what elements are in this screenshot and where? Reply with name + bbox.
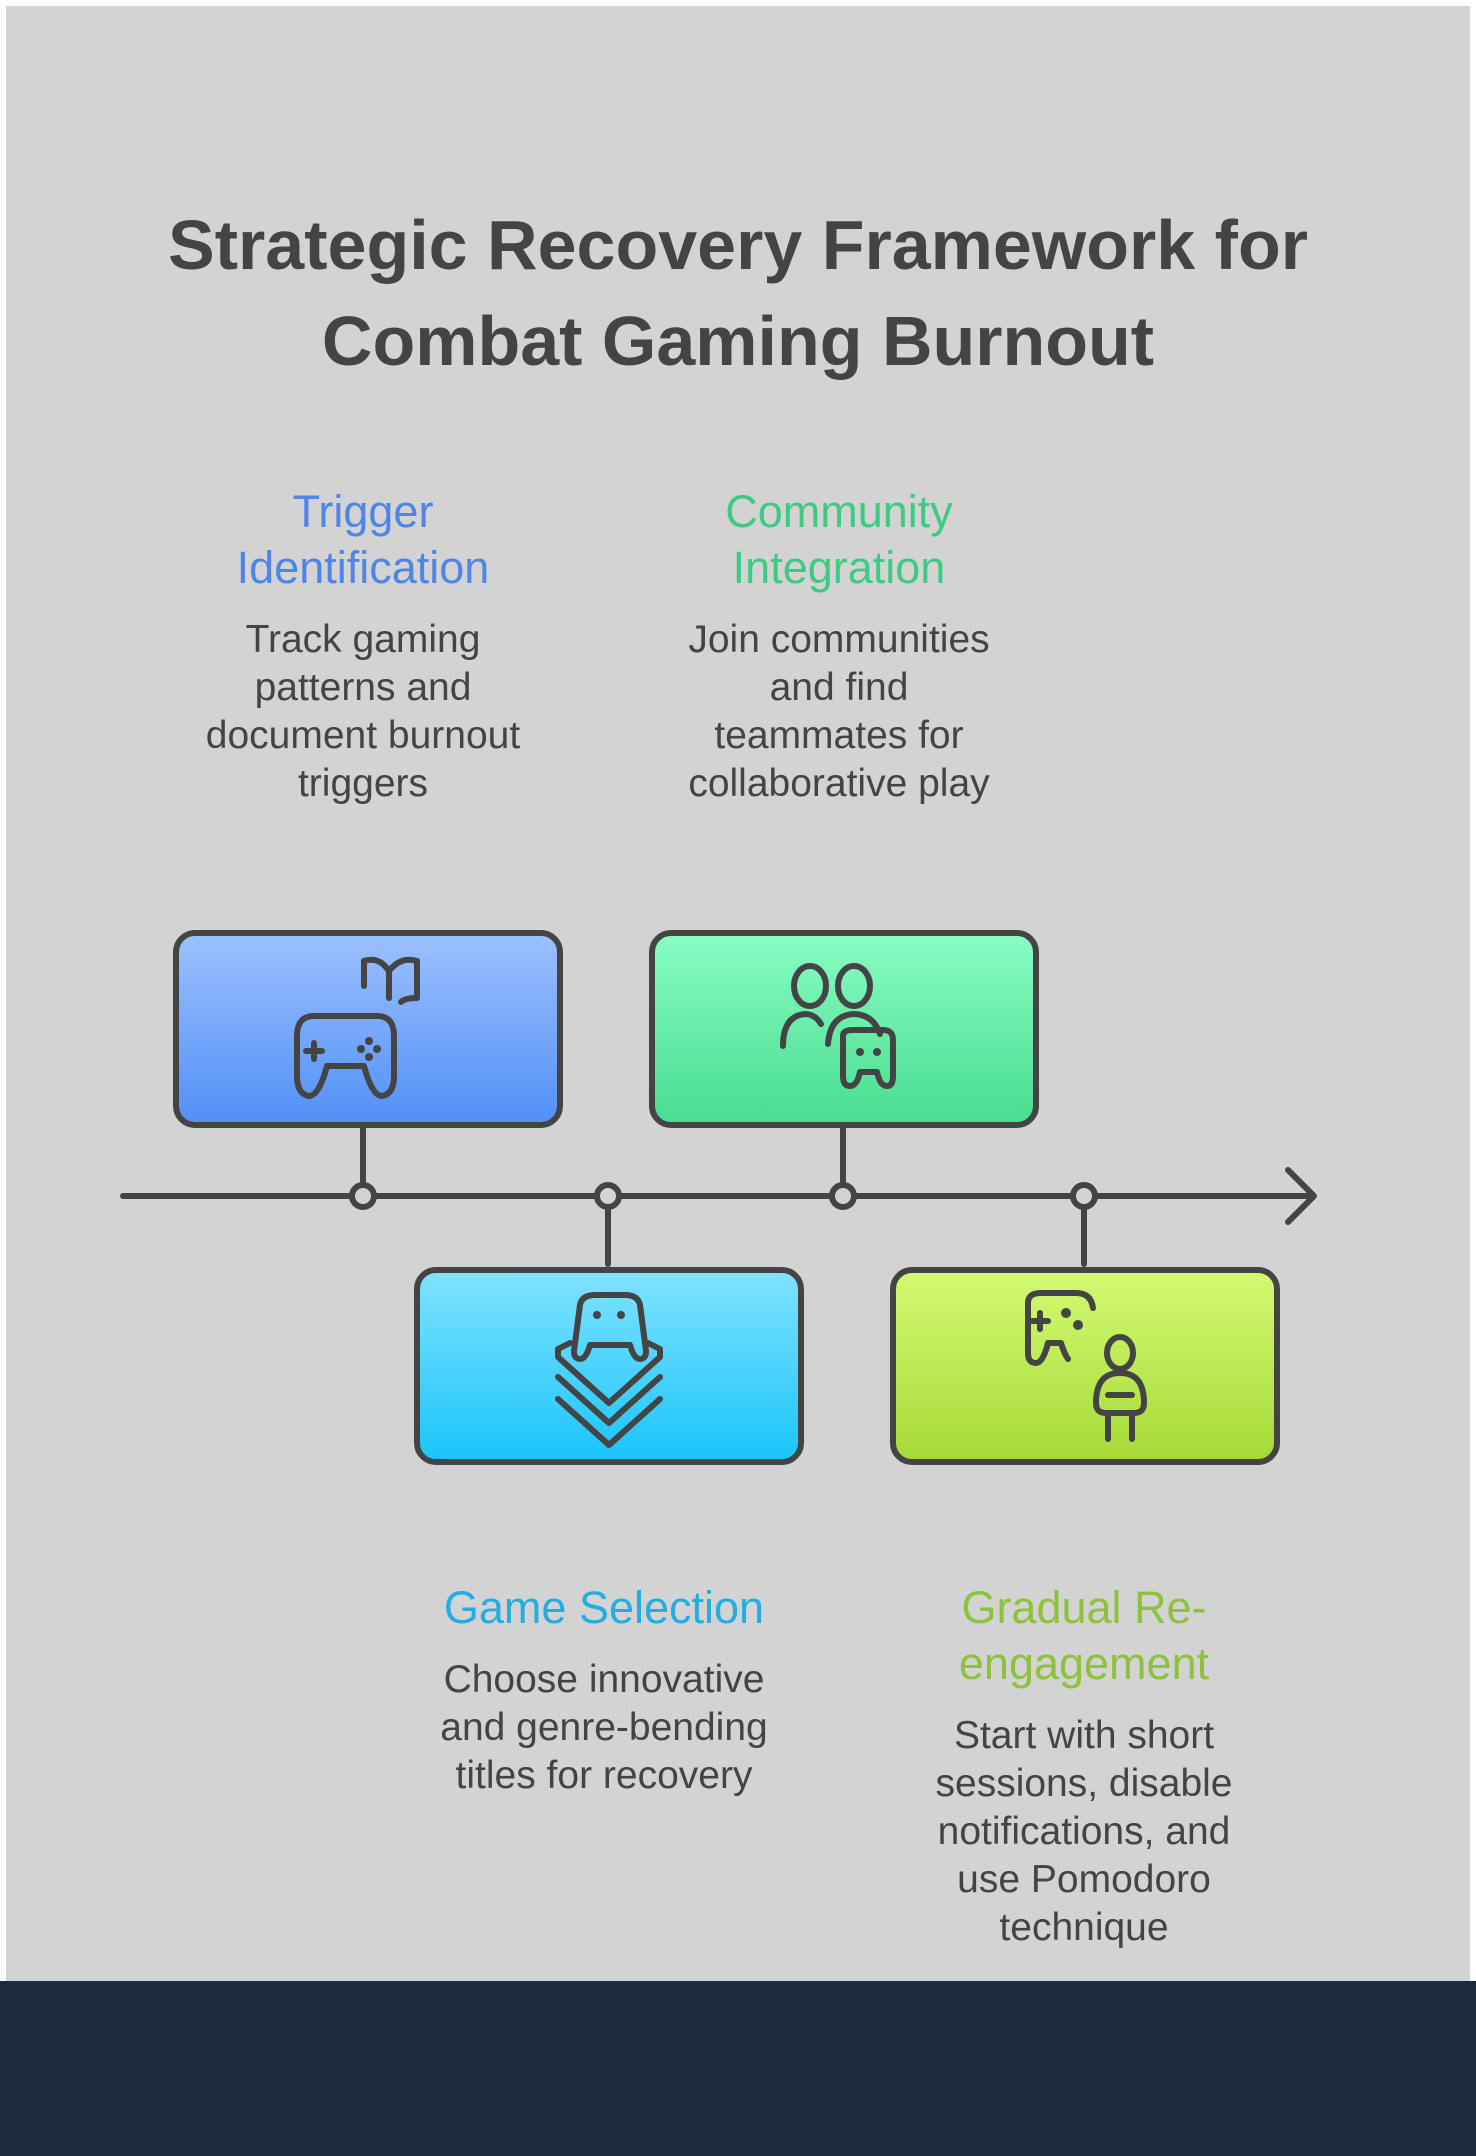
step-gradual-reengagement: Gradual Re- engagement Start with short … [874, 1580, 1294, 1952]
heading-line: Game Selection [443, 1582, 765, 1633]
description-line: sessions, disable [935, 1762, 1233, 1805]
step-card-game-selection [414, 1267, 804, 1465]
step-description: Track gaming patterns and document burno… [153, 616, 573, 808]
step-card-community-integration [649, 930, 1039, 1128]
heading-line: Identification [236, 542, 490, 593]
page-title: Strategic Recovery Framework for Combat … [0, 197, 1476, 389]
description-line: technique [999, 1906, 1169, 1949]
timeline-node-4 [1070, 1182, 1098, 1210]
description-line: and genre-bending [440, 1706, 768, 1749]
step-card-trigger-identification [173, 930, 563, 1128]
heading-line: Gradual Re- [961, 1582, 1207, 1633]
step-community-integration: Community Integration Join communities a… [629, 484, 1049, 808]
timeline-node-2 [594, 1182, 622, 1210]
step-card-gradual-reengagement [890, 1267, 1280, 1465]
gamepad-book-icon [294, 956, 420, 1099]
step-description: Choose innovative and genre-bending titl… [394, 1656, 814, 1800]
description-line: triggers [297, 762, 429, 805]
step-game-selection: Game Selection Choose innovative and gen… [394, 1580, 814, 1800]
description-line: teammates for [714, 714, 964, 757]
heading-line: Trigger [292, 486, 434, 537]
title-line: Combat Gaming Burnout [321, 302, 1155, 380]
step-description: Join communities and find teammates for … [629, 616, 1049, 808]
step-heading: Gradual Re- engagement [874, 1580, 1294, 1692]
gamepad-person-icon [1025, 1290, 1147, 1442]
description-line: Track gaming [245, 618, 481, 661]
description-line: Choose innovative [443, 1658, 765, 1701]
heading-line: Integration [732, 542, 946, 593]
description-line: collaborative play [688, 762, 990, 805]
heading-line: engagement [958, 1638, 1210, 1689]
timeline-arrowhead [1285, 1167, 1317, 1225]
footer-bar [0, 1981, 1476, 2156]
gamepad-layers-icon [555, 1292, 663, 1448]
description-line: and find [769, 666, 909, 709]
timeline-node-1 [349, 1182, 377, 1210]
description-line: patterns and [254, 666, 472, 709]
timeline-node-3 [829, 1182, 857, 1210]
description-line: Join communities [688, 618, 990, 661]
description-line: document burnout [205, 714, 521, 757]
step-heading: Trigger Identification [153, 484, 573, 596]
description-line: Start with short [953, 1714, 1215, 1757]
step-heading: Game Selection [394, 1580, 814, 1636]
heading-line: Community [725, 486, 953, 537]
title-line: Strategic Recovery Framework for [168, 206, 1308, 284]
description-line: use Pomodoro [957, 1858, 1211, 1901]
description-line: notifications, and [937, 1810, 1231, 1853]
people-gamepad-icon [780, 963, 896, 1089]
description-line: titles for recovery [455, 1754, 753, 1797]
step-heading: Community Integration [629, 484, 1049, 596]
step-trigger-identification: Trigger Identification Track gaming patt… [153, 484, 573, 808]
step-description: Start with short sessions, disable notif… [874, 1712, 1294, 1952]
